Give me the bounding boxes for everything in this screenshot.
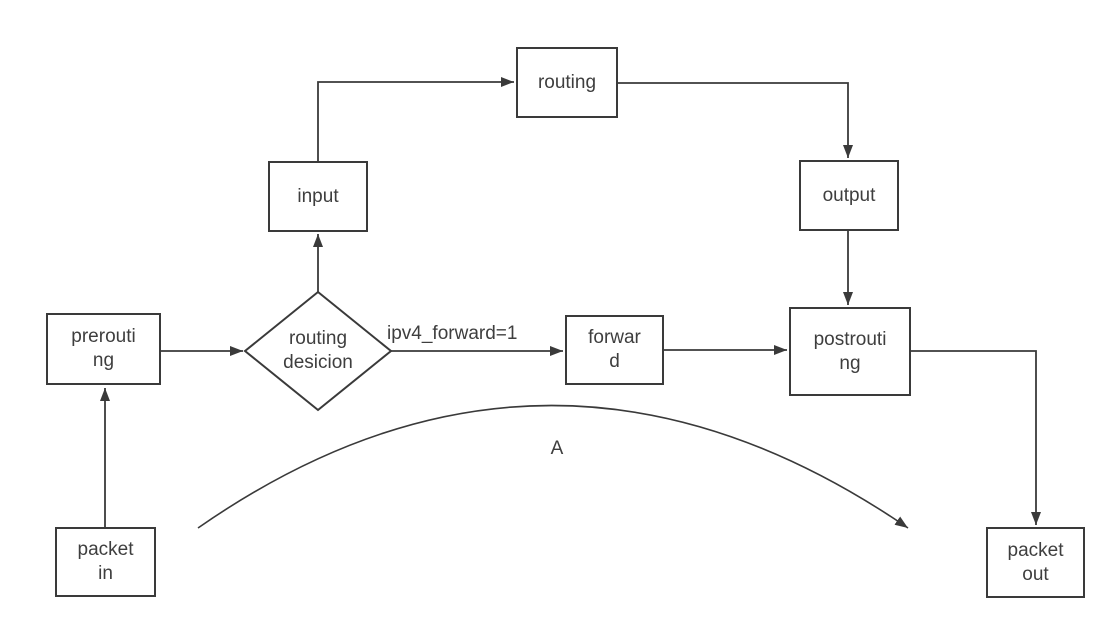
node-forward: forwar d <box>565 315 664 385</box>
arrow-routing-to-output <box>617 82 853 158</box>
node-packet-in: packet in <box>55 527 156 597</box>
node-label: postrouti <box>813 328 887 350</box>
node-label: prerouti <box>71 326 136 348</box>
edge-label-a: A <box>550 438 564 459</box>
node-label: out <box>1022 563 1049 585</box>
node-label: ng <box>92 350 115 371</box>
node-routing: routing <box>516 47 618 118</box>
arrow-input-to-routing <box>317 77 514 161</box>
node-packet-out: packet out <box>986 527 1085 598</box>
node-prerouting: prerouti ng <box>46 313 161 385</box>
node-label: forwar <box>588 327 641 349</box>
curve-arrow-a <box>197 404 909 529</box>
node-label: desicion <box>283 351 353 373</box>
node-label: packet <box>1007 539 1064 561</box>
edge-label-ipv4-forward: ipv4_forward=1 <box>387 323 518 344</box>
node-label: in <box>98 563 113 584</box>
node-postrouting: postrouti ng <box>789 307 911 396</box>
node-label: input <box>297 185 339 207</box>
node-label: d <box>609 351 620 372</box>
node-output: output <box>799 160 899 231</box>
node-label: routing <box>288 328 348 349</box>
node-label: packet <box>77 539 134 561</box>
arrow-postrouting-to-packetout <box>911 350 1041 525</box>
node-label: ng <box>839 352 861 374</box>
node-input: input <box>268 161 368 232</box>
node-label: routing <box>537 71 597 93</box>
node-routing-decision: routing desicion <box>245 327 391 375</box>
decision-diamond-shape <box>243 290 393 412</box>
node-label: output <box>822 184 876 206</box>
